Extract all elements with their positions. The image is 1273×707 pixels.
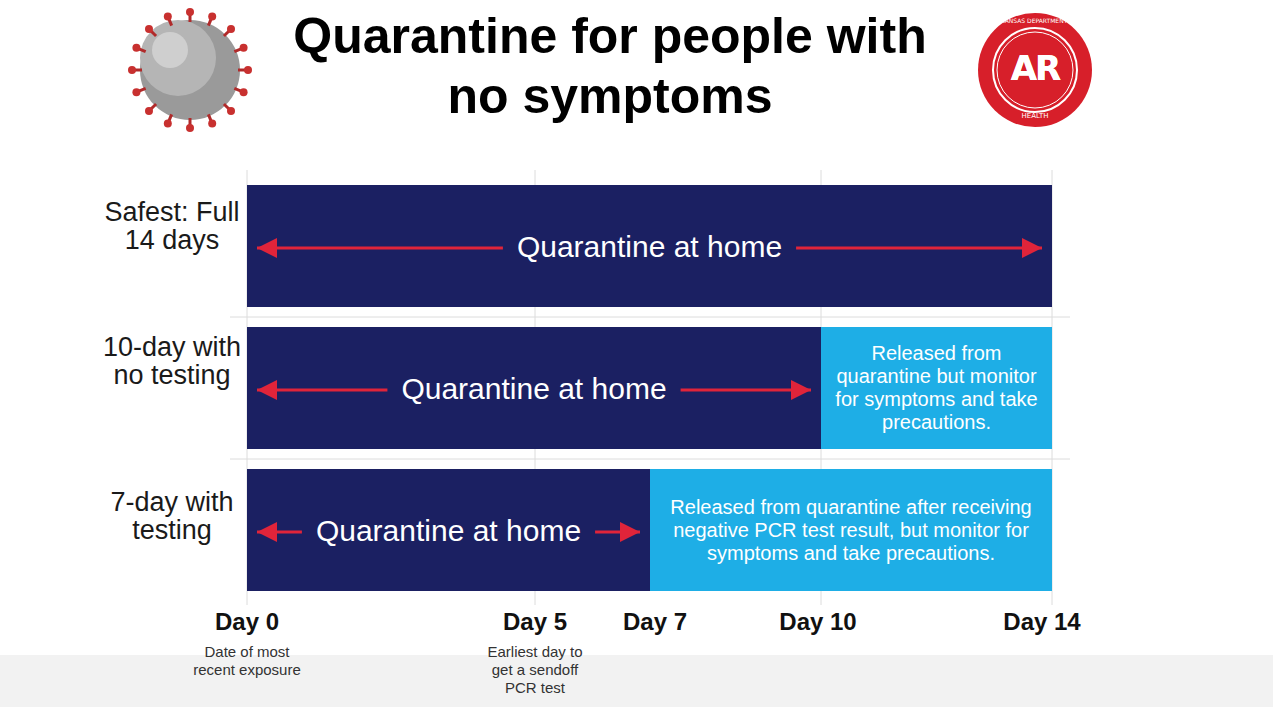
grid-lines — [230, 170, 1070, 605]
axis-day: Day 14 — [992, 608, 1092, 636]
logo-ring-text: HEALTH — [1005, 112, 1065, 120]
band-text: Quarantine at home — [316, 513, 581, 548]
quarantine-band: Quarantine at home — [247, 185, 1052, 307]
row-label: 10-day with no testing — [97, 333, 247, 389]
release-band: Released from quarantine after receiving… — [650, 469, 1052, 591]
bottom-band — [0, 655, 1273, 707]
axis-day: Day 7 — [605, 608, 705, 636]
row-label: Safest: Full 14 days — [97, 198, 247, 254]
diagram-title: Quarantine for people with no symptoms — [290, 6, 930, 126]
band-text: Released from quarantine after receiving… — [670, 496, 1032, 565]
band-text: Released from quarantine but monitor for… — [835, 342, 1038, 434]
band-text: Quarantine at home — [401, 371, 666, 406]
band-text: Quarantine at home — [517, 229, 782, 264]
axis-day: Day 5 — [485, 608, 585, 636]
logo-ring-text: ARKANSAS DEPARTMENT OF — [980, 17, 1090, 24]
quarantine-band: Quarantine at home — [247, 469, 650, 591]
axis-note: Date of most recent exposure — [192, 643, 302, 679]
virus-illustration — [128, 8, 252, 132]
quarantine-band: Quarantine at home — [247, 327, 821, 449]
axis-day: Day 0 — [197, 608, 297, 636]
release-band: Released from quarantine but monitor for… — [821, 327, 1052, 449]
axis-day: Day 10 — [768, 608, 868, 636]
health-logo — [978, 13, 1092, 127]
axis-note: Earliest day to get a sendoff PCR test — [475, 643, 595, 697]
logo-letters: AR — [1000, 48, 1070, 89]
row-label: 7-day with testing — [97, 488, 247, 544]
